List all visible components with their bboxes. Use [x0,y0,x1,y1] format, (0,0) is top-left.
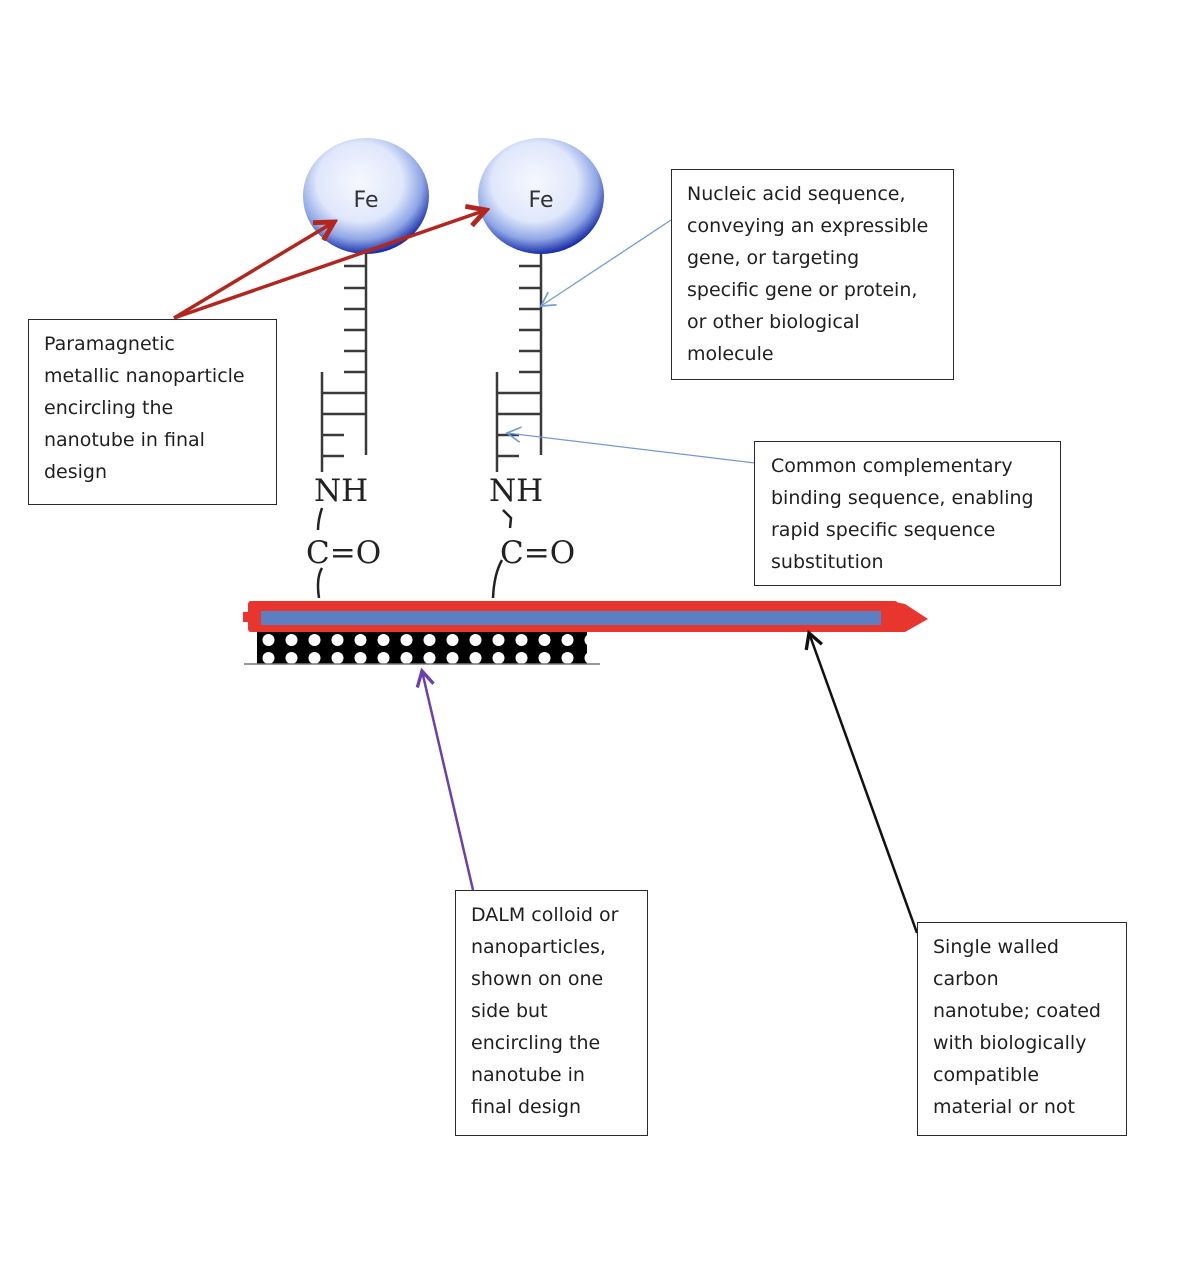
amine-label-2: NH [489,473,543,509]
callout-swcnt-text: Single walled carbon nanotube; coated wi… [933,936,1101,1118]
callout-complementary-text: Common complementary binding sequence, e… [771,455,1034,573]
callout-nucleic-acid-text: Nucleic acid sequence, conveying an expr… [687,183,929,365]
nanotube-core [261,611,881,625]
nanotube-tip [890,601,928,632]
arrow-paramagnetic-to-fe1 [173,222,334,320]
arrow-swcnt [809,633,919,934]
amine-label-1: NH [314,473,368,509]
nucleic-acid-strand-1 [320,252,368,472]
arrow-complementary [505,426,756,464]
callout-complementary: Common complementary binding sequence, e… [754,441,1061,586]
arrow-nucleic-acid [539,219,672,307]
conjugate-1: Fe NH C=O [303,138,429,599]
fe-label-1: Fe [354,188,379,213]
callout-nucleic-acid: Nucleic acid sequence, conveying an expr… [671,169,954,380]
carbon-nanotube [243,601,928,632]
nanotube-coating-edge [243,612,251,622]
leader-arrows [173,210,919,934]
bond-co-tube-2 [491,559,504,599]
callout-paramagnetic: Paramagnetic metallic nanoparticle encir… [28,319,277,505]
dalm-hex-lattice [257,628,587,664]
carbonyl-label-2: C=O [500,535,575,571]
dalm-nanoparticle-layer [244,628,600,665]
fe-nanoparticle-2 [478,138,604,254]
fe-label-2: Fe [529,188,554,213]
arrow-paramagnetic-to-fe2 [173,210,486,320]
carbonyl-label-1: C=O [306,535,381,571]
arrow-dalm [422,671,475,891]
conjugate-2: Fe NH C=O [478,138,604,599]
bond-co-tube-1 [316,567,324,599]
callout-dalm: DALM colloid or nanoparticles, shown on … [455,890,648,1136]
bond-nh-co-2 [502,509,513,529]
nucleic-acid-strand-2 [495,252,543,472]
callout-paramagnetic-text: Paramagnetic metallic nanoparticle encir… [44,333,245,483]
callout-swcnt: Single walled carbon nanotube; coated wi… [917,922,1127,1136]
bond-nh-co-1 [316,507,324,531]
callout-dalm-text: DALM colloid or nanoparticles, shown on … [471,904,619,1118]
